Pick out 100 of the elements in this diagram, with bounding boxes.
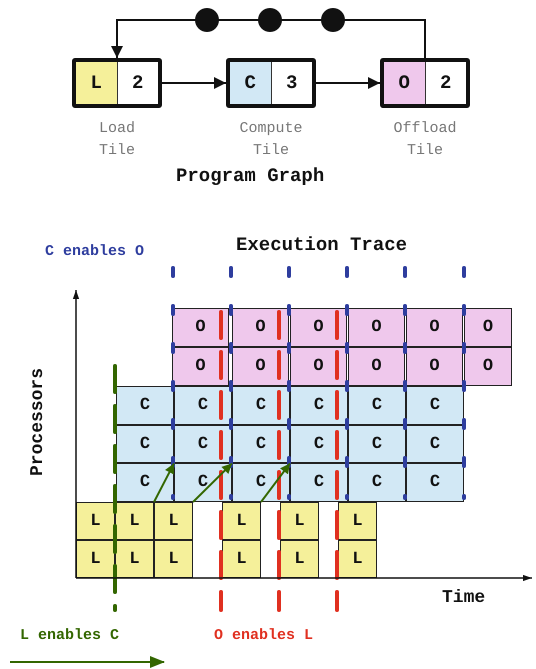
task-letter: C bbox=[314, 396, 324, 414]
task-letter: O bbox=[482, 358, 494, 375]
task-letter: C bbox=[198, 474, 208, 492]
task-letter: L bbox=[129, 512, 140, 530]
task-letter: O bbox=[195, 358, 206, 375]
task-node bbox=[226, 58, 316, 108]
compute-task-cell bbox=[290, 386, 348, 425]
arrow bbox=[316, 77, 380, 89]
load-task-cell bbox=[338, 540, 377, 578]
task-letter: C bbox=[140, 396, 150, 414]
compute-task-cell bbox=[406, 463, 464, 502]
load-task-cell bbox=[338, 502, 377, 540]
offload-task-cell bbox=[172, 308, 229, 347]
offload-task-cell bbox=[464, 347, 512, 386]
task-letter: O bbox=[195, 319, 206, 336]
load-task-cell bbox=[154, 540, 193, 578]
load-task-cell bbox=[76, 540, 115, 578]
task-letter: L bbox=[352, 550, 363, 568]
offload-task-cell bbox=[348, 308, 405, 347]
task-letter: O bbox=[371, 319, 382, 336]
arrow bbox=[153, 462, 175, 502]
load-task-cell bbox=[222, 502, 261, 540]
task-letter: C bbox=[256, 396, 266, 414]
task-letter: C bbox=[256, 436, 266, 453]
task-letter: C bbox=[430, 436, 440, 453]
dependency-label: O enables L bbox=[214, 627, 314, 644]
task-letter: L bbox=[294, 550, 305, 568]
arrow bbox=[111, 19, 426, 58]
load-task-cell bbox=[115, 540, 154, 578]
compute-task-cell bbox=[348, 386, 406, 425]
task-letter: C bbox=[314, 474, 324, 492]
load-task-cell bbox=[76, 502, 115, 540]
axis-title: Time bbox=[442, 588, 486, 608]
task-letter: O bbox=[255, 358, 266, 375]
dependency-label: C enables O bbox=[45, 243, 144, 260]
task-type: O bbox=[384, 62, 424, 104]
task-letter: L bbox=[168, 550, 179, 568]
task-letter: C bbox=[140, 436, 150, 453]
compute-task-cell bbox=[348, 463, 406, 502]
task-letter: C bbox=[314, 436, 324, 453]
offload-task-cell bbox=[172, 347, 229, 386]
node-caption: Compute Tile bbox=[238, 119, 304, 161]
dependency-label: L enables C bbox=[20, 627, 120, 644]
load-task-cell bbox=[154, 502, 193, 540]
compute-task-cell bbox=[406, 386, 464, 425]
load-task-cell bbox=[222, 540, 261, 578]
task-letter: L bbox=[90, 550, 101, 568]
offload-task-cell bbox=[464, 308, 512, 347]
compute-task-cell bbox=[348, 424, 406, 464]
task-letter: L bbox=[352, 512, 363, 530]
task-letter: O bbox=[371, 358, 382, 375]
task-letter: C bbox=[198, 396, 208, 414]
task-letter: L bbox=[236, 550, 247, 568]
compute-task-cell bbox=[290, 424, 348, 464]
compute-task-cell bbox=[406, 424, 464, 464]
compute-task-cell bbox=[174, 424, 232, 464]
compute-task-cell bbox=[116, 424, 174, 464]
task-letter: C bbox=[372, 396, 382, 414]
load-task-cell bbox=[280, 540, 319, 578]
node-caption: Offload Tile bbox=[392, 119, 458, 161]
task-letter: O bbox=[429, 319, 440, 336]
diagram-title: Program Graph bbox=[176, 165, 324, 187]
task-letter: O bbox=[313, 319, 324, 336]
arrow bbox=[260, 462, 291, 503]
section-title: Execution Trace bbox=[236, 234, 408, 256]
task-letter: L bbox=[90, 512, 101, 530]
compute-task-cell bbox=[174, 386, 232, 425]
task-letter: C bbox=[430, 474, 440, 492]
compute-task-cell bbox=[116, 463, 174, 502]
compute-task-cell bbox=[232, 386, 290, 425]
offload-task-cell bbox=[290, 308, 347, 347]
task-letter: O bbox=[255, 319, 266, 336]
offload-task-cell bbox=[232, 347, 289, 386]
node-caption: Load Tile bbox=[98, 119, 136, 161]
task-letter: L bbox=[129, 550, 140, 568]
arrow bbox=[162, 77, 226, 89]
task-letter: C bbox=[372, 436, 382, 453]
task-letter: C bbox=[198, 436, 208, 453]
task-node bbox=[72, 58, 162, 108]
axis-title: Processors bbox=[28, 368, 48, 476]
task-type: C bbox=[230, 62, 270, 104]
offload-task-cell bbox=[348, 347, 405, 386]
arrow bbox=[192, 462, 233, 503]
offload-task-cell bbox=[406, 308, 463, 347]
task-node bbox=[380, 58, 470, 108]
compute-task-cell bbox=[290, 463, 348, 502]
task-type: L bbox=[76, 62, 116, 104]
task-letter: O bbox=[482, 319, 494, 336]
task-letter: C bbox=[430, 396, 440, 414]
offload-task-cell bbox=[406, 347, 463, 386]
offload-task-cell bbox=[232, 308, 289, 347]
task-letter: L bbox=[168, 512, 179, 530]
compute-task-cell bbox=[232, 424, 290, 464]
task-letter: O bbox=[313, 358, 324, 375]
task-letter: O bbox=[429, 358, 440, 375]
task-letter: L bbox=[294, 512, 305, 530]
load-task-cell bbox=[280, 502, 319, 540]
compute-task-cell bbox=[116, 386, 174, 425]
task-letter: C bbox=[372, 474, 382, 492]
task-letter: L bbox=[236, 512, 247, 530]
